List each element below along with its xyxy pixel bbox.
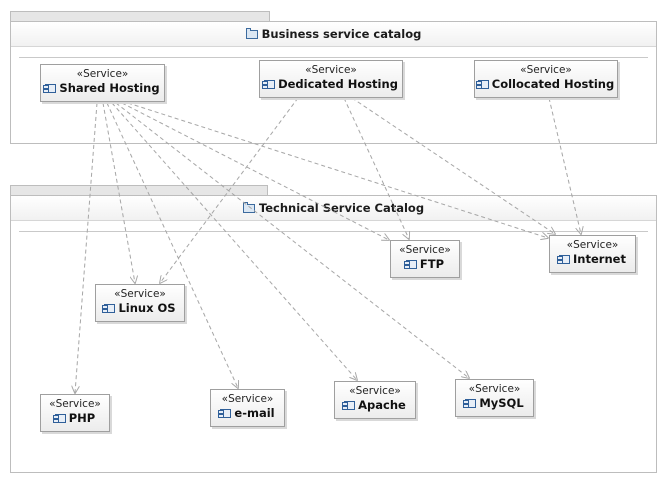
service-name: Internet	[573, 252, 626, 266]
service-stereotype: «Service»	[399, 244, 451, 256]
component-icon	[102, 303, 116, 313]
package-icon	[245, 27, 258, 39]
business-package-tab	[10, 11, 270, 22]
service-stereotype: «Service»	[49, 398, 101, 410]
component-icon	[475, 79, 489, 89]
service-stereotype: «Service»	[349, 385, 401, 397]
service-apache[interactable]: «Service» Apache	[334, 381, 416, 419]
technical-package-tab	[10, 185, 268, 196]
service-name: PHP	[68, 411, 96, 425]
dependency-shared-hosting-to-email	[106, 102, 238, 388]
technical-package-title: Technical Service Catalog	[258, 201, 425, 215]
service-collocated-hosting[interactable]: «Service» Collocated Hosting	[474, 60, 618, 98]
component-icon	[43, 83, 57, 93]
service-name: MySQL	[479, 396, 524, 410]
component-icon	[463, 398, 477, 408]
service-stereotype: «Service»	[76, 68, 129, 80]
service-linux-os[interactable]: «Service» Linux OS	[95, 284, 185, 322]
service-stereotype: «Service»	[114, 288, 166, 300]
service-name: Collocated Hosting	[491, 77, 615, 91]
service-php[interactable]: «Service» PHP	[40, 394, 110, 432]
business-package-title: Business service catalog	[261, 27, 422, 41]
service-name: Apache	[358, 398, 406, 412]
package-icon	[242, 201, 255, 213]
component-icon	[342, 400, 356, 410]
business-package-divider	[19, 57, 648, 58]
service-name: Shared Hosting	[59, 81, 160, 95]
service-stereotype: «Service»	[566, 239, 619, 251]
dependency-shared-hosting-to-php	[75, 102, 98, 393]
service-stereotype: «Service»	[305, 64, 357, 76]
dependency-dedicated-hosting-to-ftp	[343, 97, 409, 239]
service-name: Dedicated Hosting	[278, 77, 398, 91]
component-icon	[403, 259, 417, 269]
dependency-collocated-hosting-to-internet	[548, 97, 581, 234]
service-stereotype: «Service»	[468, 383, 521, 395]
service-email[interactable]: «Service» e-mail	[210, 389, 285, 427]
component-icon	[262, 79, 276, 89]
service-internet[interactable]: «Service» Internet	[549, 235, 636, 273]
service-ftp[interactable]: «Service» FTP	[390, 240, 460, 278]
service-stereotype: «Service»	[221, 393, 274, 405]
dependency-shared-hosting-to-ftp	[121, 102, 389, 240]
service-shared-hosting[interactable]: «Service» Shared Hosting	[40, 64, 165, 102]
dependency-shared-hosting-to-apache	[111, 102, 357, 380]
service-dedicated-hosting[interactable]: «Service» Dedicated Hosting	[259, 60, 403, 98]
technical-package-divider	[19, 231, 648, 232]
service-stereotype: «Service»	[520, 64, 572, 76]
component-icon	[218, 408, 232, 418]
service-name: Linux OS	[118, 301, 176, 315]
component-icon	[557, 254, 571, 264]
dependency-shared-hosting-to-internet	[127, 102, 548, 238]
service-name: e-mail	[234, 406, 275, 420]
service-mysql[interactable]: «Service» MySQL	[455, 379, 534, 417]
technical-package-header: Technical Service Catalog	[11, 196, 656, 221]
dependency-shared-hosting-to-linux-os	[102, 102, 135, 283]
dependency-dedicated-hosting-to-linux-os	[160, 97, 299, 283]
dependency-dedicated-hosting-to-internet	[351, 97, 555, 234]
service-name: FTP	[419, 257, 445, 271]
business-package-header: Business service catalog	[11, 22, 656, 47]
component-icon	[52, 413, 66, 423]
dependency-shared-hosting-to-mysql	[115, 102, 469, 378]
